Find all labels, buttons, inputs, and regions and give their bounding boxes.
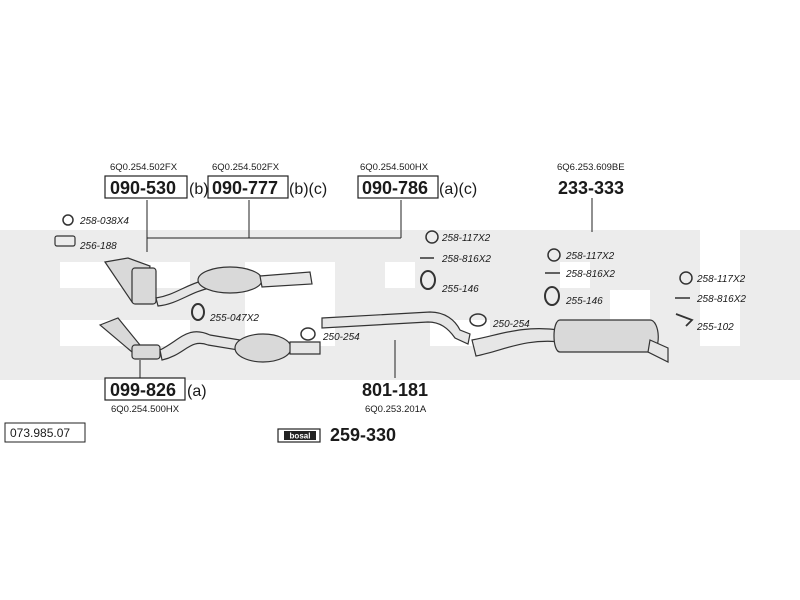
- part-code: 256-188: [79, 241, 117, 252]
- oe-number: 6Q0.253.201A: [365, 404, 427, 415]
- diagram-ref: 073.985.07: [10, 426, 70, 440]
- rubber-mount-icon: [544, 286, 560, 306]
- bosal-kit-logo: bosal: [277, 428, 321, 443]
- diagram-ref-box: [4, 422, 86, 443]
- brand-watermark: [0, 230, 800, 380]
- oe-number: 6Q0.254.502FX: [212, 162, 280, 173]
- center-pipe: [321, 311, 471, 345]
- part-code: 255-047X2: [209, 313, 259, 324]
- oe-number: 6Q0.254.500HX: [360, 162, 429, 173]
- part-code: 258-117X2: [565, 251, 615, 262]
- part-code: 255-146: [565, 296, 603, 307]
- rear-muffler: [471, 319, 669, 363]
- front-catalyst-assembly: [103, 257, 313, 307]
- part-code: 258-816X2: [696, 294, 746, 305]
- part-number: 090-786: [362, 178, 428, 198]
- ring-icon: [679, 271, 693, 285]
- part-number: 801-181: [362, 380, 428, 400]
- oe-number: 6Q6.253.609BE: [557, 162, 625, 173]
- part-code: 258-816X2: [441, 254, 491, 265]
- part-code: 258-117X2: [441, 233, 491, 244]
- variant-suffix: (b): [189, 181, 209, 198]
- oe-number: 6Q0.254.500HX: [111, 404, 180, 415]
- rubber-mount-icon: [191, 303, 205, 321]
- part-code: 258-038X4: [79, 216, 129, 227]
- part-code: 258-816X2: [565, 269, 615, 280]
- part-number: 090-530: [110, 178, 176, 198]
- part-number: 099-826: [110, 380, 176, 400]
- clamp-icon: [300, 327, 316, 341]
- second-catalyst-assembly: [98, 317, 321, 363]
- part-code: 250-254: [322, 332, 360, 343]
- svg-text:bosal: bosal: [290, 432, 311, 441]
- hardware-icons: [54, 214, 694, 341]
- part-code: 255-146: [441, 284, 479, 295]
- connection-lines: [139, 198, 593, 378]
- nut-icon: [62, 214, 74, 226]
- bracket-icon: [675, 313, 694, 327]
- part-number: 090-777: [212, 178, 278, 198]
- ring-icon: [547, 248, 561, 262]
- rubber-mount-icon: [420, 270, 436, 290]
- variant-suffix: (b)(c): [289, 181, 327, 198]
- part-number-boxes: [104, 175, 439, 401]
- part-code: 258-117X2: [696, 274, 746, 285]
- oe-number: 6Q0.254.502FX: [110, 162, 178, 173]
- variant-suffix: (a): [187, 383, 207, 400]
- gasket-icon: [54, 235, 76, 247]
- clamp-icon: [469, 313, 487, 327]
- variant-suffix: (a)(c): [439, 181, 477, 198]
- part-number: 259-330: [330, 425, 396, 445]
- part-code: 250-254: [492, 319, 530, 330]
- part-code: 255-102: [696, 322, 734, 333]
- part-number: 233-333: [558, 178, 624, 198]
- ring-icon: [425, 230, 439, 244]
